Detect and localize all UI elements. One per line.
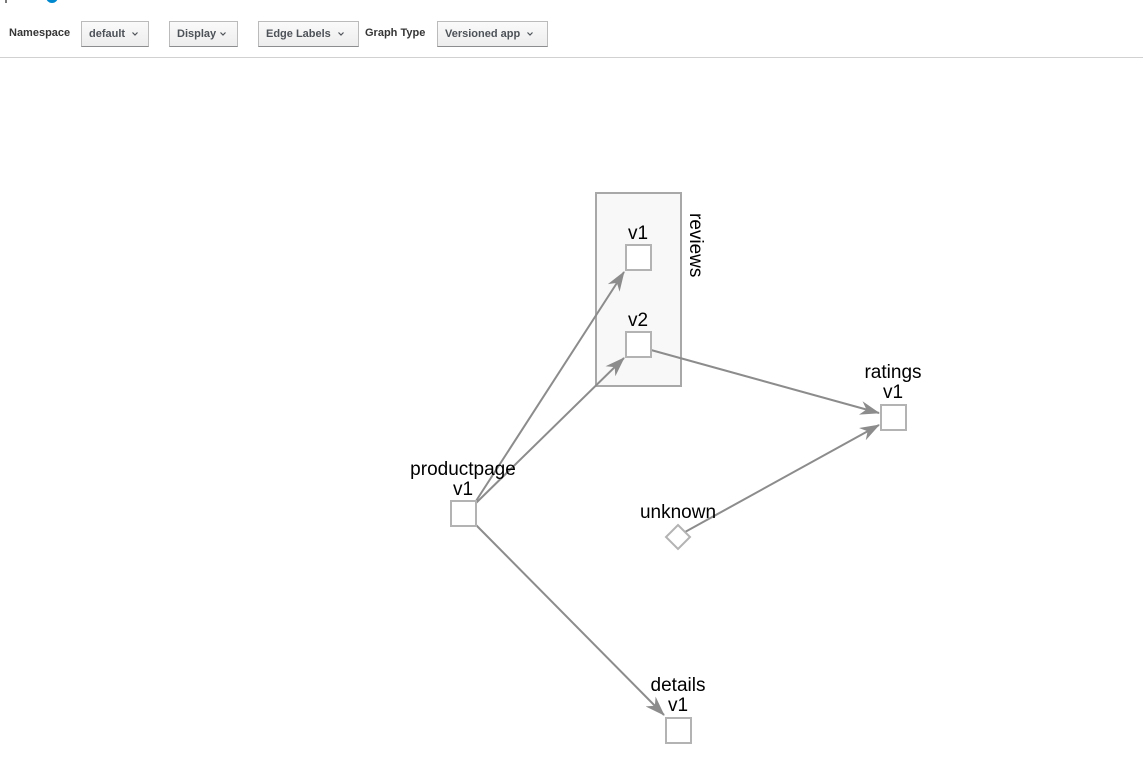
node-productpage-name: productpage	[410, 459, 516, 480]
display-dropdown-label: Display	[177, 28, 217, 40]
top-accent-tick	[5, 0, 7, 3]
chevron-down-icon	[220, 32, 227, 36]
node-reviews-v2-version: v2	[628, 310, 648, 331]
node-ratings-version: v1	[883, 382, 903, 403]
node-details-v1[interactable]	[665, 717, 692, 744]
node-productpage-v1[interactable]	[450, 500, 477, 527]
chevron-down-icon	[132, 32, 138, 36]
chevron-down-icon	[337, 32, 344, 36]
namespace-dropdown-value: default	[89, 28, 126, 40]
top-accent	[0, 0, 70, 4]
node-ratings-name: ratings	[864, 362, 921, 383]
edge-productpage-reviews-v1[interactable]	[475, 271, 625, 502]
reviews-group-label: reviews	[685, 213, 706, 277]
node-ratings-v1[interactable]	[880, 404, 907, 431]
edge-unknown-ratings[interactable]	[684, 424, 880, 533]
graph-edges	[475, 271, 880, 716]
node-details-name: details	[651, 675, 706, 696]
graph-type-dropdown[interactable]: Versioned app	[437, 21, 548, 47]
node-unknown-name: unknown	[640, 502, 716, 523]
node-reviews-v1-version: v1	[628, 223, 648, 244]
graph-toolbar: Namespace default Display Edge Labels Gr…	[0, 0, 1143, 58]
edge-reviews-v2-ratings[interactable]	[650, 349, 880, 415]
edge-productpage-details[interactable]	[475, 524, 665, 716]
edge-labels-dropdown[interactable]: Edge Labels	[258, 21, 359, 47]
service-graph-canvas[interactable]: reviews v1 v2 productpage v1 ratings v1 …	[0, 59, 1143, 767]
edge-labels-dropdown-label: Edge Labels	[266, 28, 331, 40]
node-reviews-v2[interactable]	[625, 331, 652, 358]
node-details-version: v1	[668, 695, 688, 716]
service-graph-svg: reviews v1 v2 productpage v1 ratings v1 …	[410, 192, 922, 744]
chevron-down-icon	[527, 32, 534, 36]
graph-type-label: Graph Type	[365, 27, 426, 39]
node-reviews-v1[interactable]	[625, 244, 652, 271]
top-accent-dot	[46, 0, 58, 3]
graph-type-dropdown-value: Versioned app	[445, 28, 521, 40]
display-dropdown[interactable]: Display	[169, 21, 238, 47]
edge-productpage-reviews-v2[interactable]	[475, 357, 625, 504]
namespace-label: Namespace	[9, 27, 71, 39]
node-productpage-version: v1	[453, 479, 473, 500]
node-unknown[interactable]	[664, 523, 692, 551]
namespace-dropdown[interactable]: default	[81, 21, 149, 47]
